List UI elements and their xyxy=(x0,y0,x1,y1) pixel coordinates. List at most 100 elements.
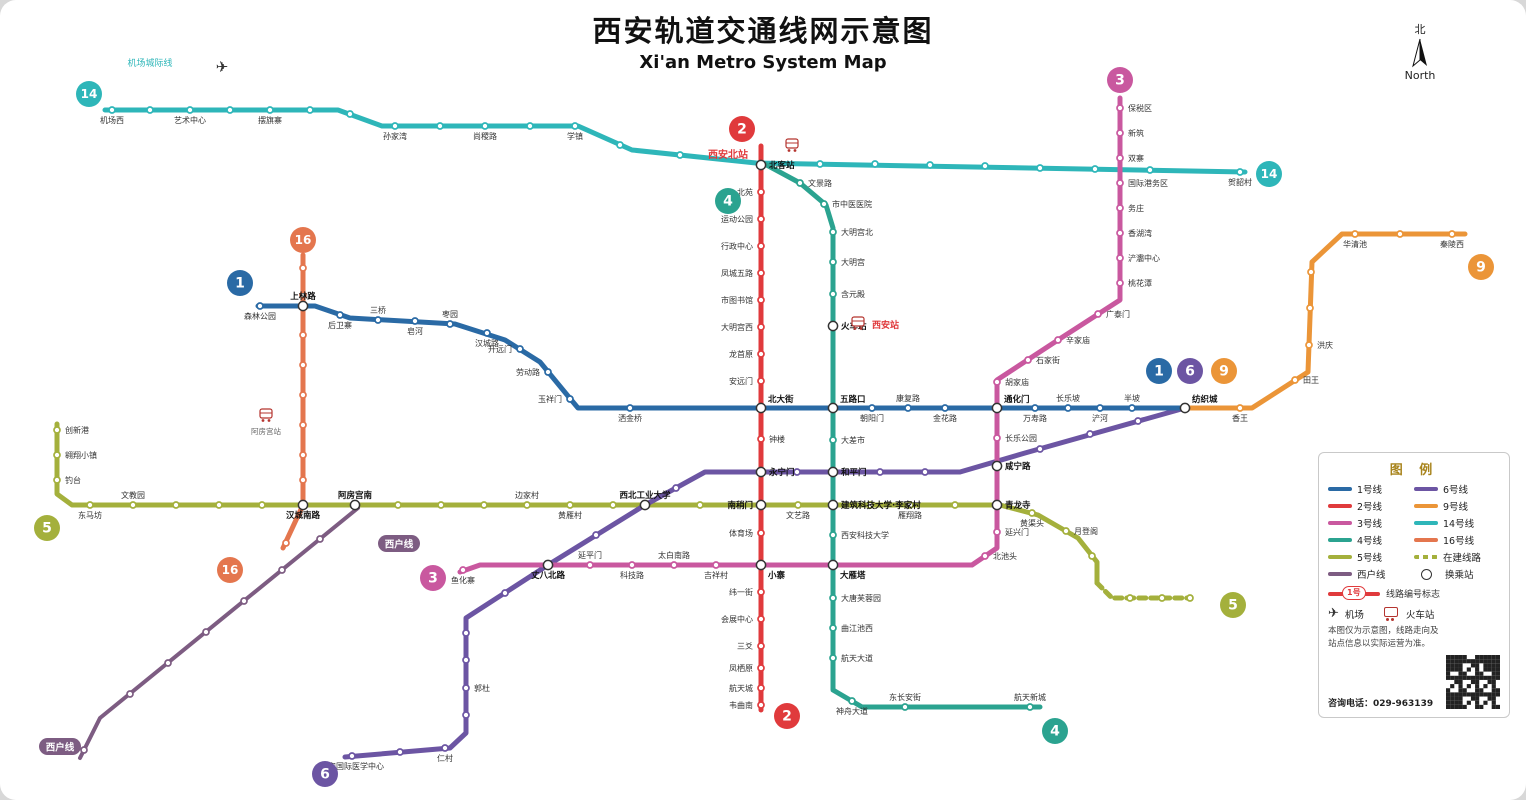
station-label: 市中医医院 xyxy=(832,199,872,209)
station-label: 航天大道 xyxy=(841,653,873,663)
station xyxy=(299,391,307,399)
station-label: 南稍门 xyxy=(727,500,753,511)
station xyxy=(266,106,274,114)
station xyxy=(297,499,309,511)
station xyxy=(901,703,909,711)
station-label: 东马坊 xyxy=(78,510,102,520)
station xyxy=(126,690,134,698)
station-label: 纬一街 xyxy=(729,587,753,597)
station xyxy=(829,594,837,602)
station-label: 浐灞中心 xyxy=(1128,253,1160,263)
line-number-badge-text: 14 xyxy=(1261,167,1278,181)
station xyxy=(1351,230,1359,238)
station xyxy=(299,331,307,339)
station xyxy=(586,561,594,569)
station xyxy=(164,659,172,667)
station xyxy=(1054,336,1062,344)
station-label: 双寨 xyxy=(1128,153,1144,163)
station xyxy=(981,162,989,170)
station xyxy=(299,291,307,299)
line-number-badge-text: 9 xyxy=(1476,260,1486,276)
line-number-badge xyxy=(1177,358,1203,384)
station xyxy=(349,499,361,511)
station-label: 西北工业大学 xyxy=(619,490,671,501)
legend-item-label: 16号线 xyxy=(1443,536,1475,547)
station-label: 文艺路 xyxy=(786,510,810,520)
station-label: 钓台 xyxy=(65,475,81,485)
station xyxy=(757,296,765,304)
station-label: 孙家湾 xyxy=(383,131,407,141)
station-label: 桃花潭 xyxy=(1128,278,1152,288)
station xyxy=(1096,404,1104,412)
line-number-badge xyxy=(1468,254,1494,280)
station-label: 航天新城 xyxy=(1014,692,1046,702)
station-label: 黄渠头 xyxy=(1020,518,1044,528)
station-label: 保税区 xyxy=(1128,103,1152,113)
station-label: 文景路 xyxy=(808,178,832,188)
line-number-badge xyxy=(420,565,446,591)
station-label: 华清池 xyxy=(1343,239,1367,249)
station xyxy=(793,468,801,476)
station xyxy=(712,561,720,569)
line-number-badge-text: 14 xyxy=(81,87,98,101)
station xyxy=(1116,254,1124,262)
line-color-swatch xyxy=(1414,504,1438,508)
station-label: 含元殿 xyxy=(841,289,865,299)
station xyxy=(757,588,765,596)
station-label: 贺韶村 xyxy=(1228,177,1252,187)
metro-line-5x xyxy=(1094,580,1193,601)
station xyxy=(86,501,94,509)
legend-item-label: 西户线 xyxy=(1357,570,1386,581)
line-number-badge xyxy=(774,703,800,729)
station-label: 艺术中心 xyxy=(174,115,206,125)
station xyxy=(391,122,399,130)
station-label: 钟楼 xyxy=(769,434,785,444)
station xyxy=(501,589,509,597)
station-label: 国际港务区 xyxy=(1128,178,1168,188)
station xyxy=(829,228,837,236)
station xyxy=(437,501,445,509)
station-label: 文教园 xyxy=(121,490,145,500)
legend-note-line: 站点信息以实际运营为准。 xyxy=(1328,639,1431,650)
station-label: 劳动路 xyxy=(516,367,540,377)
station-label: 汉城南路 xyxy=(286,510,321,521)
north-label-en: North xyxy=(1404,69,1436,83)
station-label: 北客站 xyxy=(769,160,795,171)
station xyxy=(282,539,290,547)
station xyxy=(53,426,61,434)
station xyxy=(1028,509,1036,517)
line-name-box xyxy=(378,535,420,552)
station xyxy=(829,624,837,632)
station xyxy=(626,404,634,412)
line-number-badge xyxy=(1042,718,1068,744)
station xyxy=(757,684,765,692)
station xyxy=(202,628,210,636)
station xyxy=(796,179,804,187)
north-label-zh: 北 xyxy=(1414,23,1426,36)
station xyxy=(755,159,767,171)
station xyxy=(755,499,767,511)
decorations-layer: 1414223344556611991616西户线西户线✈西安北站西安站阿房宫站… xyxy=(34,57,1494,787)
station xyxy=(757,350,765,358)
station-label: 长乐坡 xyxy=(1056,393,1080,403)
station xyxy=(1158,594,1166,602)
line-number-badge xyxy=(715,188,741,214)
station-label: 黄雁村 xyxy=(558,510,582,520)
station xyxy=(1026,703,1034,711)
map-annotation: 阿房宫站 xyxy=(251,426,281,436)
legend-item: 1号线 xyxy=(1328,482,1414,496)
station xyxy=(993,378,1001,386)
station-label: 永宁门 xyxy=(768,467,795,478)
station xyxy=(299,361,307,369)
legend-item-label: 5号线 xyxy=(1357,553,1383,564)
station xyxy=(53,476,61,484)
station xyxy=(542,559,554,571)
station xyxy=(481,122,489,130)
line-number-badge xyxy=(227,270,253,296)
station xyxy=(868,404,876,412)
map-annotation: 西安站 xyxy=(872,319,899,331)
airport-icon: ✈ xyxy=(1328,606,1339,621)
station-label: 三桥 xyxy=(370,305,386,315)
station xyxy=(757,323,765,331)
